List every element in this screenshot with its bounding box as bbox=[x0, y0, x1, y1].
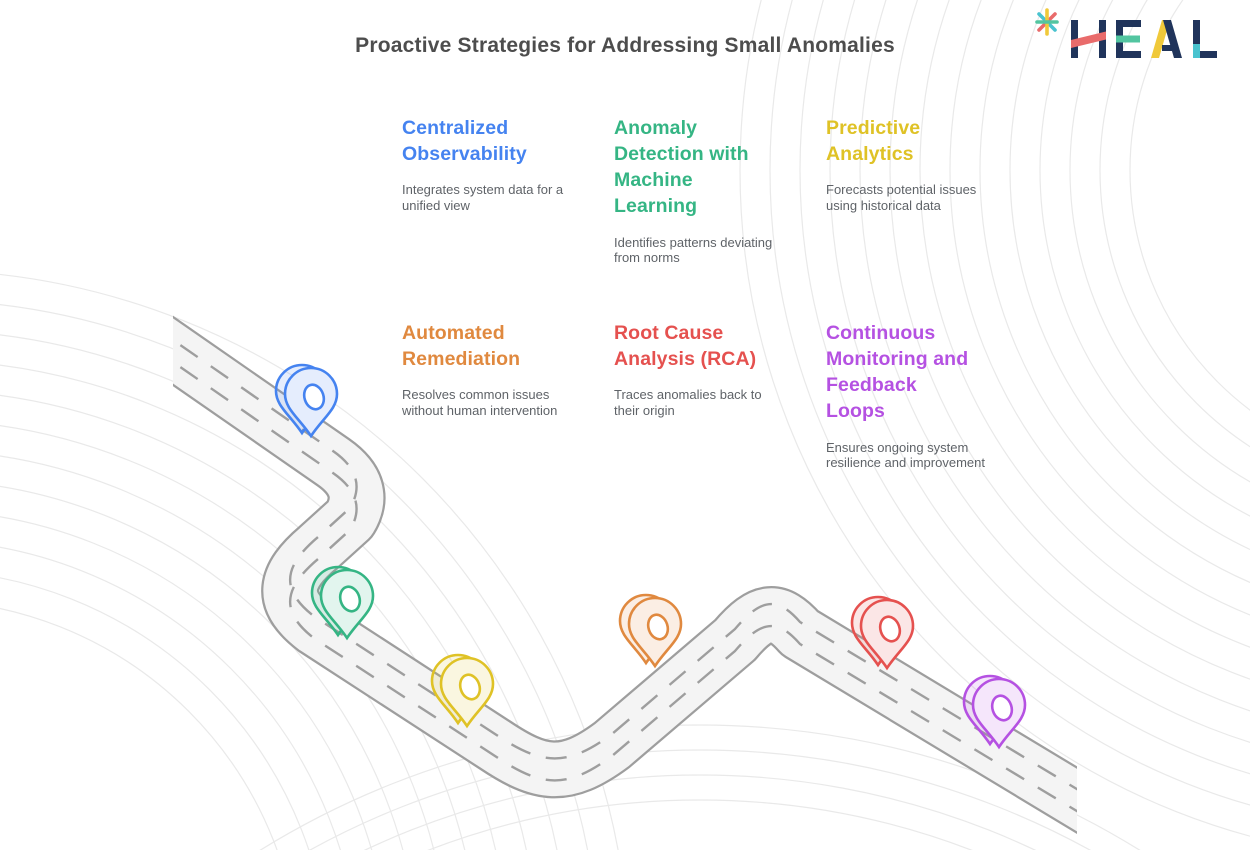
strategy-title: Centralized Observability bbox=[402, 117, 527, 166]
strategy-description: Resolves common issues without human int… bbox=[402, 387, 558, 419]
strategy-description: Traces anomalies back to their origin bbox=[614, 387, 762, 419]
strategy-card-root-cause-analysis: Root Cause Analysis (RCA) Traces anomali… bbox=[614, 320, 782, 419]
strategy-card-predictive-analytics: Predictive Analytics Forecasts potential… bbox=[826, 115, 978, 214]
logo-letter-e bbox=[1116, 20, 1141, 58]
logo-letter-h bbox=[1071, 20, 1106, 58]
strategy-description: Forecasts potential issues using histori… bbox=[826, 182, 977, 214]
asterisk-icon bbox=[1035, 8, 1059, 36]
page-title: Proactive Strategies for Addressing Smal… bbox=[355, 34, 895, 57]
heal-logo bbox=[1035, 8, 1217, 58]
logo-letter-l bbox=[1193, 20, 1217, 58]
strategy-title: Root Cause Analysis (RCA) bbox=[614, 322, 757, 371]
strategy-card-anomaly-detection: Anomaly Detection with Machine Learning … bbox=[614, 115, 772, 266]
strategy-title: Predictive Analytics bbox=[826, 117, 921, 166]
strategy-card-centralized-observability: Centralized Observability Integrates sys… bbox=[402, 115, 572, 214]
strategy-description: Identifies patterns deviating from norms bbox=[614, 234, 773, 266]
strategy-description: Integrates system data for a unified vie… bbox=[402, 182, 564, 214]
pin-automated-remediation bbox=[620, 595, 681, 666]
strategy-card-continuous-monitoring: Continuous Monitoring and Feedback Loops… bbox=[826, 320, 985, 471]
strategy-title: Anomaly Detection with Machine Learning bbox=[614, 117, 749, 218]
strategy-title: Automated Remediation bbox=[402, 322, 521, 371]
strategy-description: Ensures ongoing system resilience and im… bbox=[826, 439, 985, 471]
strategy-card-automated-remediation: Automated Remediation Resolves common is… bbox=[402, 320, 572, 419]
logo-letter-a bbox=[1151, 20, 1182, 58]
strategy-title: Continuous Monitoring and Feedback Loops bbox=[826, 322, 969, 423]
